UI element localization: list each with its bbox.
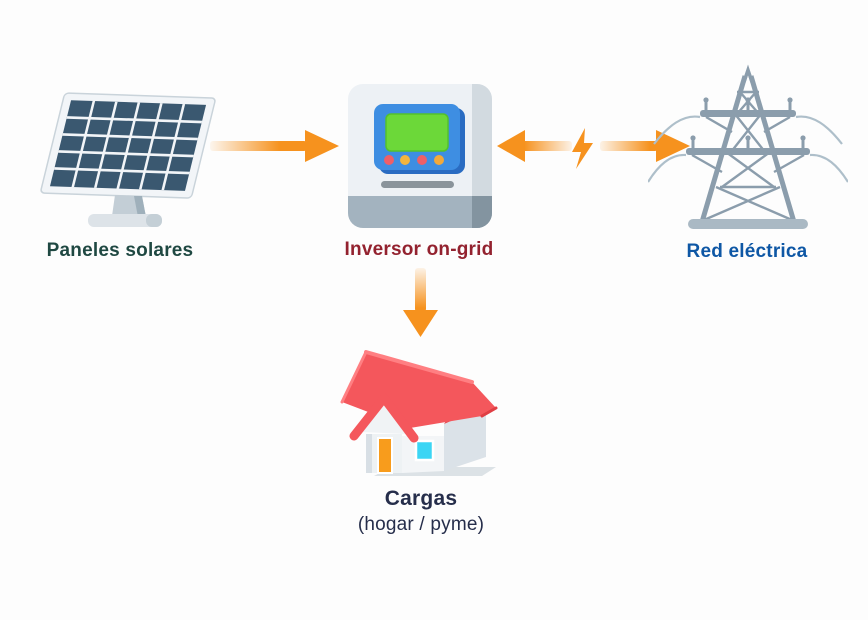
arrow-inverter-to-loads bbox=[403, 268, 438, 337]
loads-sublabel: (hogar / pyme) bbox=[357, 514, 485, 535]
panels-label: Paneles solares bbox=[46, 240, 194, 261]
arrow-panels-to-inverter bbox=[210, 130, 339, 162]
arrow-grid-to-inverter bbox=[497, 130, 572, 162]
transmission-tower-icon bbox=[648, 64, 848, 229]
grid-label: Red eléctrica bbox=[686, 241, 808, 262]
house-icon bbox=[340, 350, 498, 476]
inverter-icon bbox=[348, 84, 492, 228]
solar-panel-icon bbox=[40, 92, 216, 227]
lightning-bolt-icon bbox=[572, 128, 593, 169]
inverter-label: Inversor on-grid bbox=[344, 239, 494, 260]
loads-label: Cargas bbox=[384, 487, 458, 510]
arrow-inverter-to-grid bbox=[600, 130, 690, 162]
